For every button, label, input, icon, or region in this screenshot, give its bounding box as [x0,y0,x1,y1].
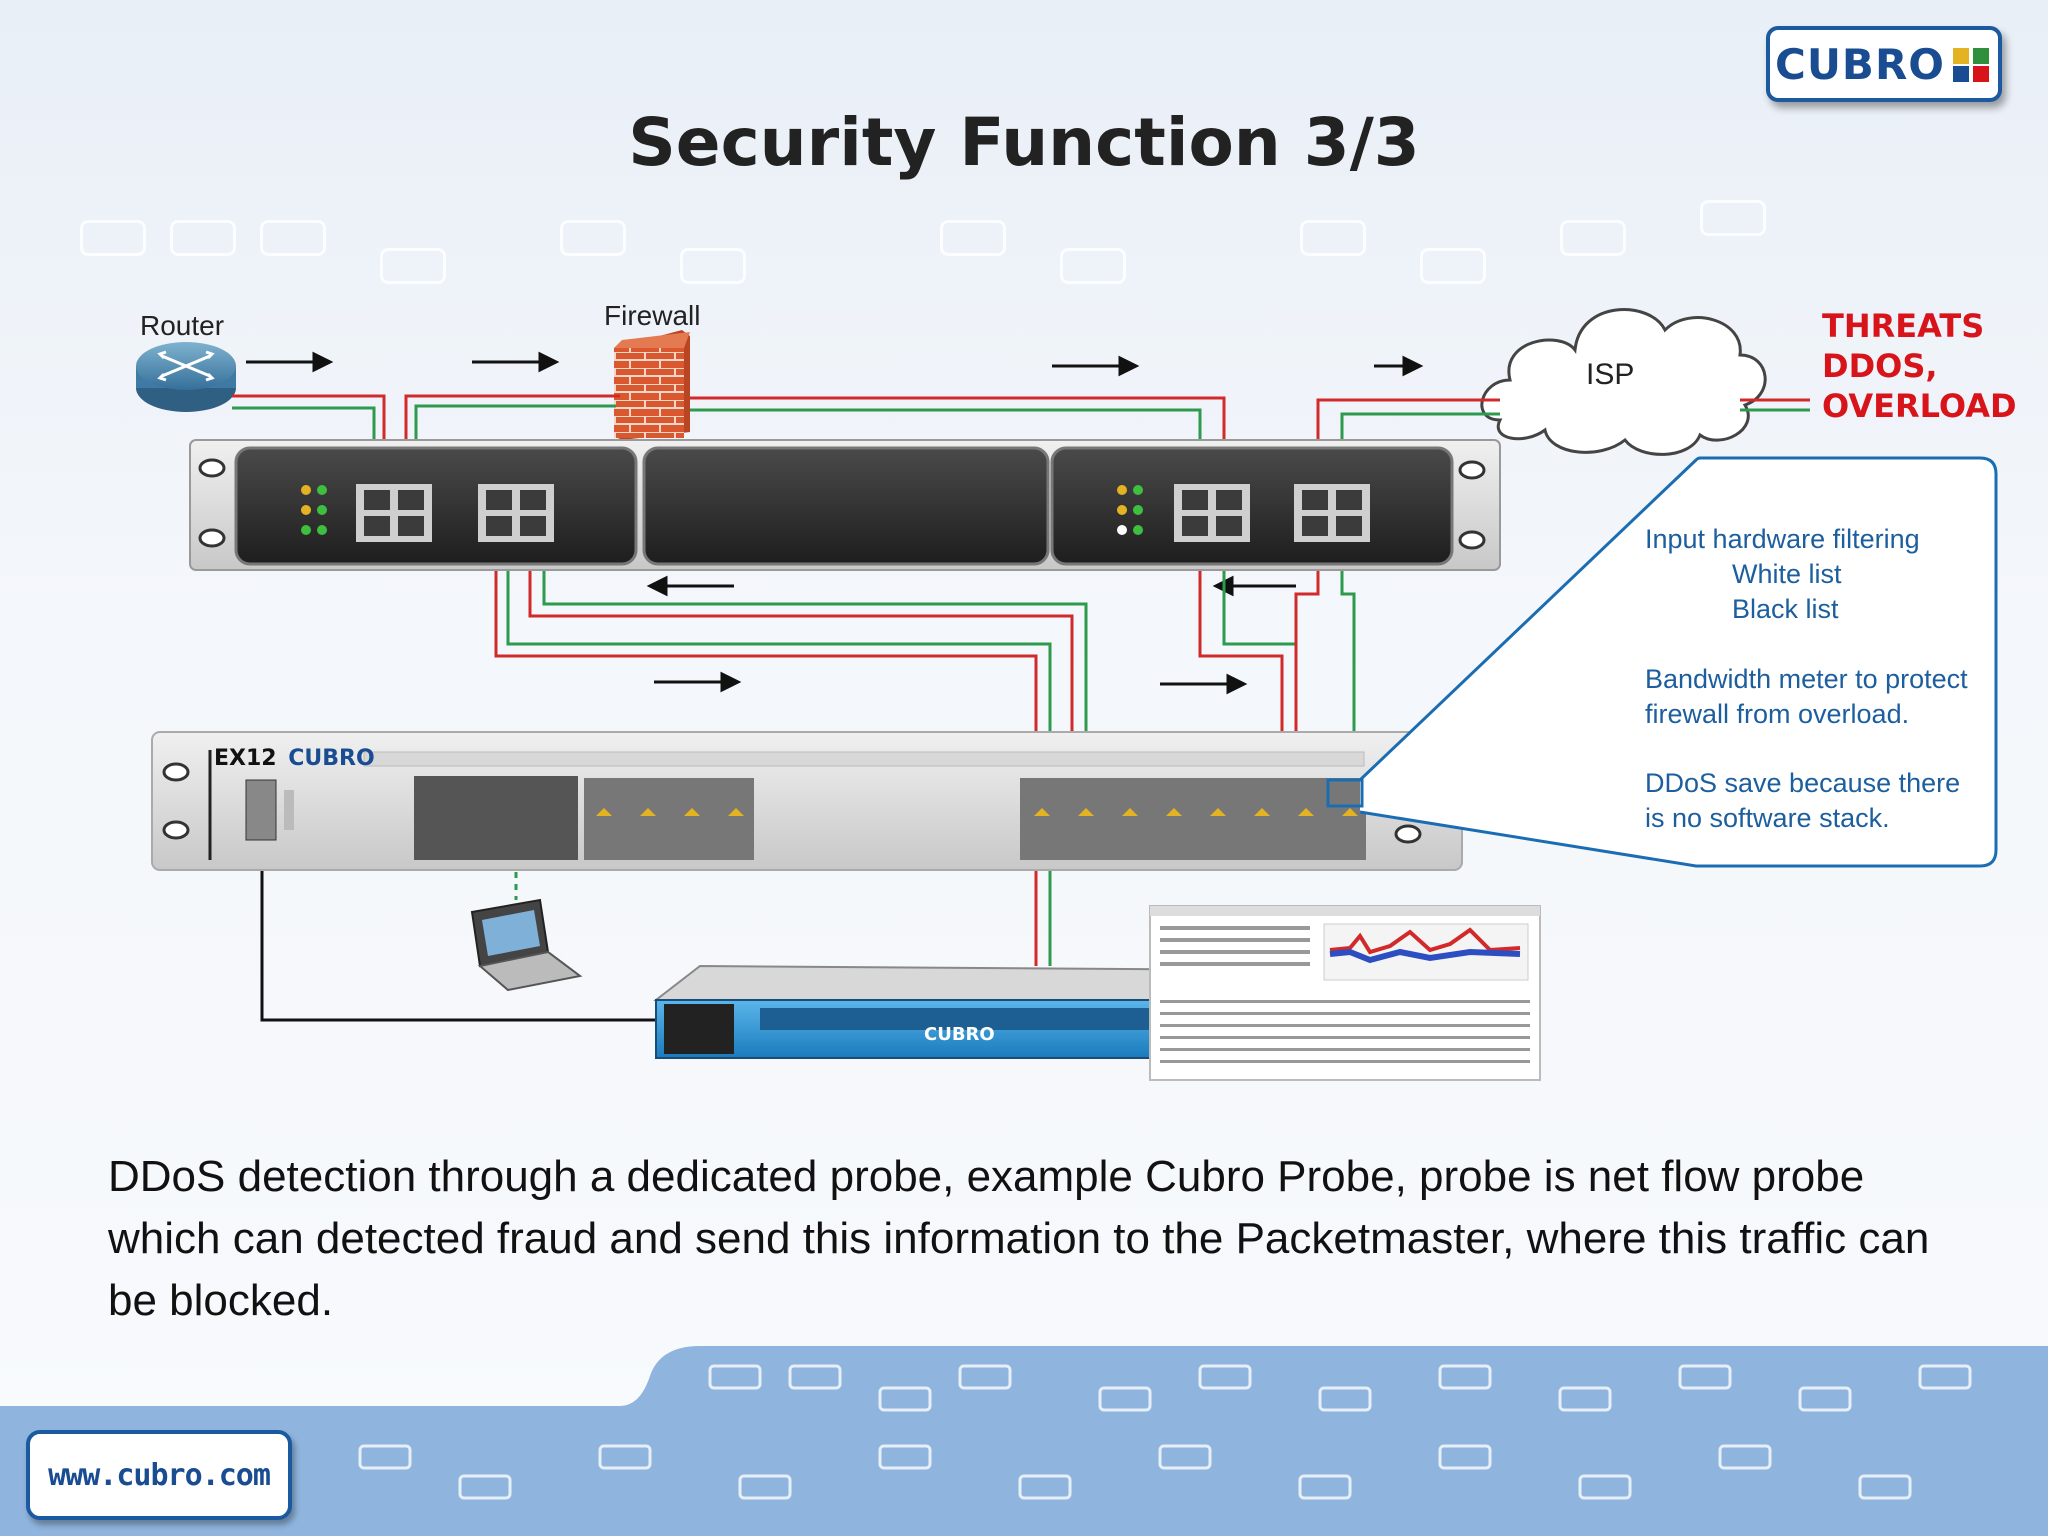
callout-bubble [1326,456,1998,868]
callout-line-7: is no software stack. [1645,803,1890,833]
threat-line-3: OVERLOAD [1822,387,2017,425]
switch-model: EX12 [214,746,277,771]
caption-text: DDoS detection through a dedicated probe… [108,1152,1930,1325]
ex12-switch-chassis [151,731,1463,871]
logo-mark-icon [1953,48,1989,82]
laptop-icon [470,898,583,992]
network-diagram [136,308,1998,1081]
callout-line-5: firewall from overload. [1645,699,1910,729]
threat-line-2: DDOS, [1822,347,1938,385]
callout-line-3: Black list [1732,594,1839,624]
website-url: www.cubro.com [48,1457,271,1493]
cubro-logo: CUBRO [1766,26,2002,102]
server-brand-label: CUBRO [924,1024,995,1045]
bypass-switch-chassis [189,439,1501,571]
threat-line-1: THREATS [1822,307,1985,345]
callout-line-6: DDoS save because there [1645,768,1961,798]
router-icon [136,342,236,412]
logo-text: CUBRO [1775,39,1945,89]
probe-gui-thumbnail [1149,905,1541,1081]
firewall-icon [614,330,690,440]
threats-label: THREATS DDOS, OVERLOAD [1822,306,2017,426]
router-label: Router [140,310,225,341]
callout-line-2: White list [1732,559,1842,589]
callout-line-4: Bandwidth meter to protect [1645,664,1968,694]
flow-arrows [246,351,1424,695]
callout-line-1: Input hardware filtering [1645,524,1920,554]
footer-band [0,1346,2048,1536]
page-title: Security Function 3/3 [628,104,1420,181]
isp-label: ISP [1586,358,1635,391]
website-link[interactable]: www.cubro.com [26,1430,292,1520]
switch-brand: CUBRO [288,746,375,771]
firewall-label: Firewall [604,300,701,331]
switch-model-label: EX12 CUBRO [214,746,375,771]
isp-cloud-icon [1480,308,1767,456]
